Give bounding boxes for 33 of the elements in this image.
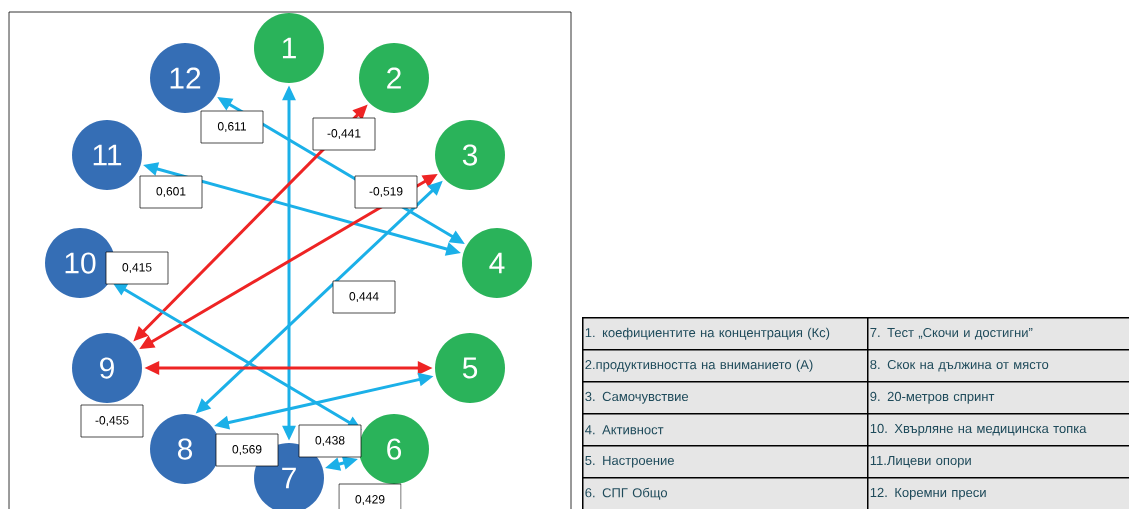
edge-label: 0,415 — [105, 251, 169, 285]
circle-node: 2 — [359, 43, 429, 113]
table-cell: 8. Скок на дължина от място — [867, 349, 1129, 383]
table-cell: 1. коефициентите на концентрация (Кс) — [582, 317, 869, 351]
edge-label: 0,601 — [139, 175, 203, 209]
table-cell: 5. Настроение — [582, 445, 869, 479]
circle-node: 12 — [150, 43, 220, 113]
circle-node: 5 — [435, 333, 505, 403]
circle-node: 4 — [462, 228, 532, 298]
edge-label: 0,569 — [215, 433, 279, 467]
circle-node: 11 — [72, 120, 142, 190]
table-cell: 6. СПГ Общо — [582, 477, 869, 509]
table-cell: 12. Коремни преси — [867, 477, 1129, 509]
circle-node: 6 — [359, 414, 429, 484]
circle-node: 1 — [254, 13, 324, 83]
table-cell: 7. Тест „Скочи и достигни” — [867, 317, 1129, 351]
table-cell: 9. 20-метров спринт — [867, 381, 1129, 415]
circle-node: 9 — [72, 333, 142, 403]
table-cell: 3. Самочувствие — [582, 381, 869, 415]
circle-node: 10 — [45, 228, 115, 298]
table-cell: 4. Активност — [582, 413, 869, 447]
edge-label: 0,444 — [332, 280, 396, 314]
edge-label: -0,519 — [354, 175, 418, 209]
edge-label: -0,441 — [312, 117, 376, 151]
edge-label: 0,429 — [338, 483, 402, 509]
edge-label: 0,611 — [200, 110, 264, 144]
edge-label: 0,438 — [298, 424, 362, 458]
table-cell: 11.Лицеви опори — [867, 445, 1129, 479]
circle-node: 8 — [150, 414, 220, 484]
edge-label: -0,455 — [80, 404, 144, 438]
table-cell: 10. Хвърляне на медицинска топка — [867, 413, 1129, 447]
circle-node: 3 — [435, 120, 505, 190]
table-cell: 2.продуктивността на вниманието (А) — [582, 349, 869, 383]
